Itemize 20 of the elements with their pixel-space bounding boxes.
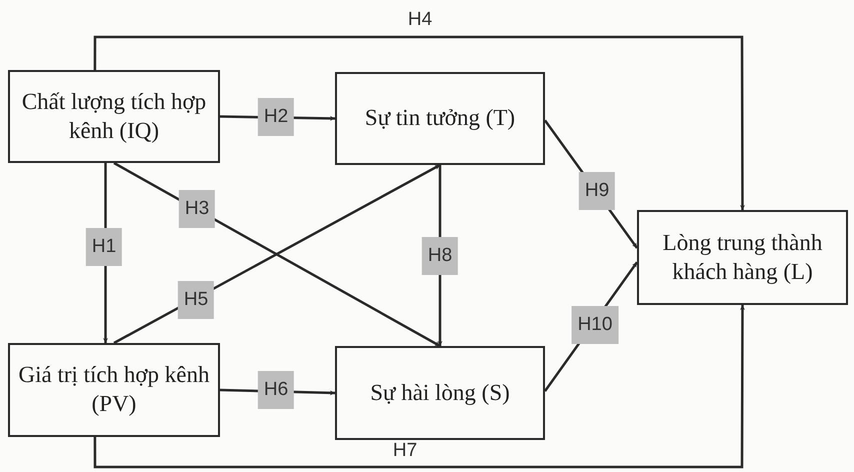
edge-label: H1	[86, 228, 122, 266]
construct-name: Lòng trung thành khách hàng (L)	[662, 228, 824, 286]
edge-label: H5	[178, 281, 214, 319]
edge-label: H3	[178, 190, 216, 228]
edge-label: H2	[258, 98, 294, 136]
edge-label: H9	[578, 172, 616, 210]
construct-name: Giá trị tích hợp kênh (PV)	[17, 361, 210, 418]
construct-box	[8, 343, 220, 437]
construct-box	[335, 346, 545, 440]
edge-label: H8	[422, 237, 458, 275]
construct-name: Sự hài lòng (S)	[369, 378, 511, 407]
edge-label: H6	[258, 371, 294, 409]
arrow	[94, 305, 745, 468]
edge-label: H10	[572, 306, 618, 344]
construct-name: Sự tin tưởng (T)	[364, 104, 516, 132]
construct-box	[335, 72, 545, 165]
construct-box	[637, 210, 848, 305]
construct-box	[8, 70, 220, 163]
construct-name: Chất lượng tích hợp kênh (IQ)	[20, 88, 208, 145]
arrow	[94, 36, 745, 210]
